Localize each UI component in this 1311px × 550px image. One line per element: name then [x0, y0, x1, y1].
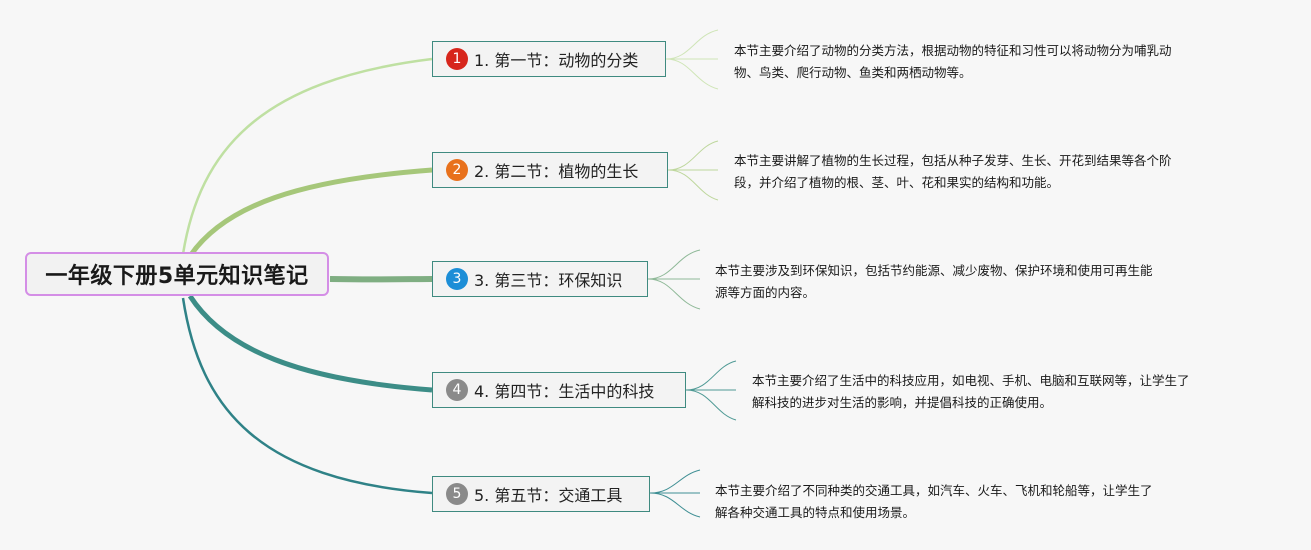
description-line: 源等方面的内容。	[715, 285, 816, 300]
topic-4[interactable]: 4 4. 第四节：生活中的科技	[432, 372, 686, 408]
marker-1-icon: 1	[446, 48, 468, 70]
topic-1[interactable]: 1 1. 第一节：动物的分类	[432, 41, 666, 77]
branch-line-5	[181, 297, 433, 495]
branch-line-4	[187, 294, 433, 393]
marker-2-icon: 2	[446, 159, 468, 181]
marker-4-icon: 4	[446, 379, 468, 401]
description-line: 本节主要涉及到环保知识，包括节约能源、减少废物、保护环境和使用可再生能	[715, 263, 1153, 278]
fan-3	[647, 249, 701, 310]
topic-5[interactable]: 5 5. 第五节：交通工具	[432, 476, 650, 512]
fan-1	[665, 29, 719, 90]
topic-2-description[interactable]: 本节主要讲解了植物的生长过程，包括从种子发芽、生长、开花到结果等各个阶 段，并介…	[734, 150, 1172, 194]
fan-4	[685, 360, 737, 421]
topic-5-description[interactable]: 本节主要介绍了不同种类的交通工具，如汽车、火车、飞机和轮船等，让学生了 解各种交…	[715, 480, 1153, 524]
branch-line-1	[181, 57, 433, 255]
description-line: 本节主要介绍了不同种类的交通工具，如汽车、火车、飞机和轮船等，让学生了	[715, 483, 1153, 498]
description-line: 本节主要介绍了生活中的科技应用，如电视、手机、电脑和互联网等，让学生了	[752, 373, 1190, 388]
description-line: 解科技的进步对生活的影响，并提倡科技的正确使用。	[752, 395, 1053, 410]
topic-4-description[interactable]: 本节主要介绍了生活中的科技应用，如电视、手机、电脑和互联网等，让学生了 解科技的…	[752, 370, 1190, 414]
fan-5	[649, 469, 701, 518]
topic-1-description[interactable]: 本节主要介绍了动物的分类方法，根据动物的特征和习性可以将动物分为哺乳动 物、鸟类…	[734, 40, 1172, 84]
topic-4-label: 4. 第四节：生活中的科技	[474, 382, 655, 401]
topic-5-label: 5. 第五节：交通工具	[474, 486, 623, 505]
root-topic[interactable]: 一年级下册5单元知识笔记	[25, 252, 329, 296]
description-line: 本节主要讲解了植物的生长过程，包括从种子发芽、生长、开花到结果等各个阶	[734, 153, 1172, 168]
topic-3-label: 3. 第三节：环保知识	[474, 271, 623, 290]
description-line: 段，并介绍了植物的根、茎、叶、花和果实的结构和功能。	[734, 175, 1060, 190]
branch-line-2	[187, 167, 433, 258]
fan-2	[667, 140, 719, 201]
marker-3-icon: 3	[446, 268, 468, 290]
description-line: 本节主要介绍了动物的分类方法，根据动物的特征和习性可以将动物分为哺乳动	[734, 43, 1172, 58]
description-line: 解各种交通工具的特点和使用场景。	[715, 505, 916, 520]
topic-3[interactable]: 3 3. 第三节：环保知识	[432, 261, 648, 297]
topic-3-description[interactable]: 本节主要涉及到环保知识，包括节约能源、减少废物、保护环境和使用可再生能 源等方面…	[715, 260, 1153, 304]
topic-2-label: 2. 第二节：植物的生长	[474, 162, 639, 181]
marker-5-icon: 5	[446, 483, 468, 505]
topic-1-label: 1. 第一节：动物的分类	[474, 51, 639, 70]
topic-2[interactable]: 2 2. 第二节：植物的生长	[432, 152, 668, 188]
description-line: 物、鸟类、爬行动物、鱼类和两栖动物等。	[734, 65, 972, 80]
